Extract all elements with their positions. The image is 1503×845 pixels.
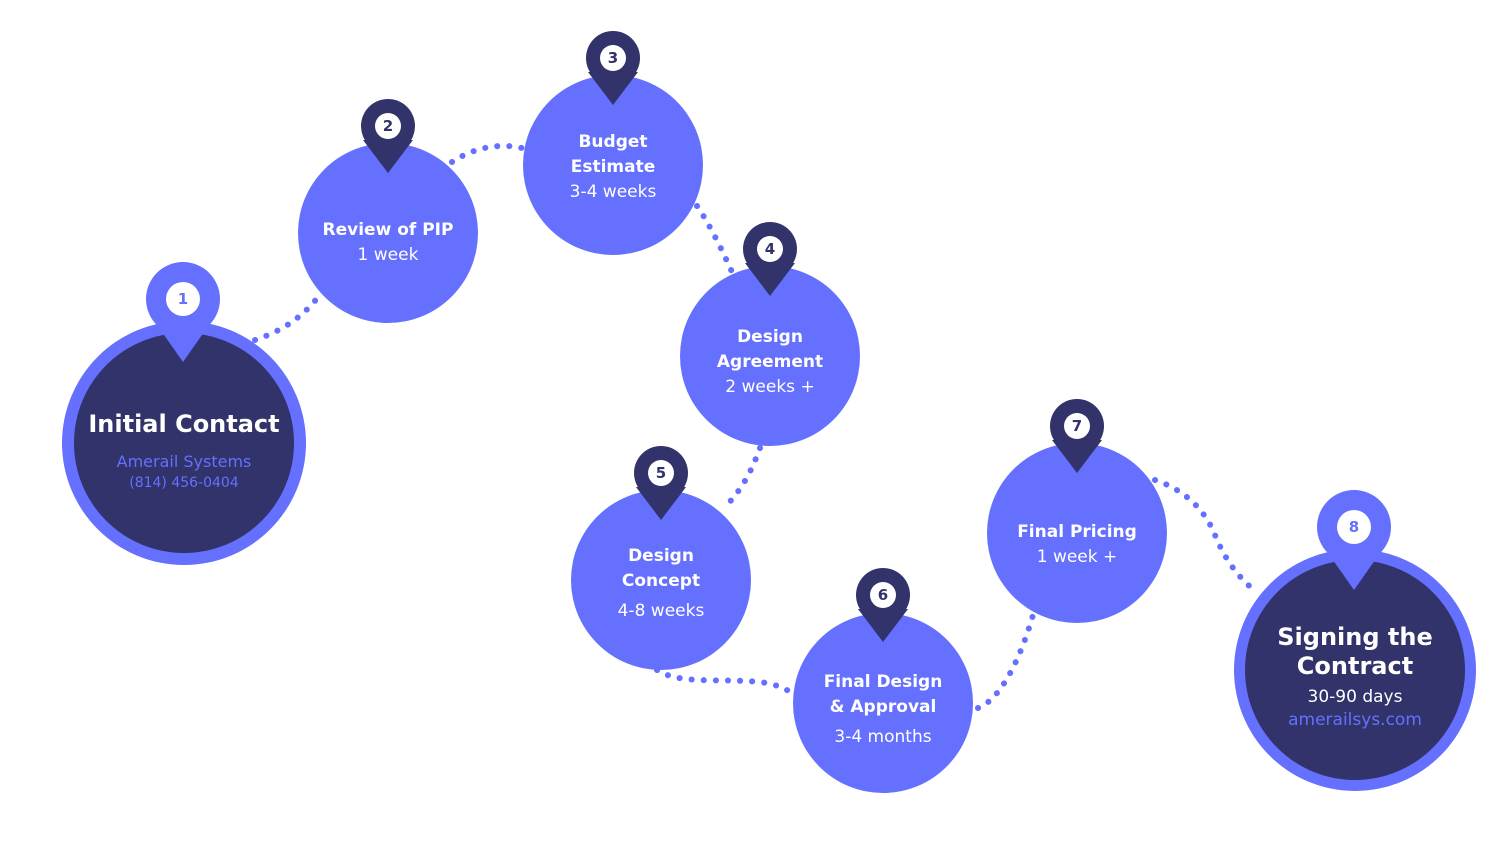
step-duration: 30-90 days [1307,687,1403,707]
location-pin-icon [1050,399,1104,473]
step-title-line-2: Concept [621,571,701,591]
step-duration: 3-4 months [834,727,932,747]
step-2-node [298,99,478,323]
phone-number[interactable]: (814) 456-0404 [129,475,239,491]
step-number-4: 4 [764,240,776,258]
step-5-node [571,446,751,670]
step-number-8: 8 [1348,518,1360,536]
connector-6-7 [975,612,1036,711]
step-2-content: Review of PIP 1 week [298,218,478,268]
step-title: Review of PIP [322,220,454,240]
step-8-node [1234,490,1476,791]
connector-4-5 [721,445,763,511]
step-3-node [523,31,703,255]
step-duration: 4-8 weeks [617,601,705,621]
location-pin-icon [361,99,415,173]
step-title-line-1: Final Design [823,672,943,692]
step-number-7: 7 [1071,417,1083,435]
step-7-content: Final Pricing 1 week + [987,520,1167,570]
step-title-line-1: Design [628,546,694,566]
connector-3-4 [694,203,735,275]
step-duration: 2 weeks + [725,377,815,397]
step-3-content: Budget Estimate 3-4 weeks [523,130,703,205]
step-title-line-2: Agreement [716,352,824,372]
step-number-2: 2 [382,117,394,135]
location-pin-icon [146,262,220,362]
step-duration: 3-4 weeks [569,182,657,202]
step-number-3: 3 [607,49,619,67]
step-4-content: Design Agreement 2 weeks + [680,325,860,400]
location-pin-icon [856,568,910,642]
step-8-content: Signing the Contract 30-90 days amerails… [1245,623,1465,731]
step-1-content: Initial Contact Amerail Systems (814) 45… [74,410,294,493]
connector-7-8 [1152,477,1261,596]
step-1-node [62,262,306,565]
step-title-line-2: & Approval [829,697,937,717]
step-title-line-2: Estimate [570,157,656,177]
step-duration: 1 week [357,245,419,265]
step-duration: 1 week + [1036,547,1118,567]
step-6-node [793,568,973,793]
connector-5-6 [654,667,798,698]
step-6-content: Final Design & Approval 3-4 months [793,670,973,750]
location-pin-icon [743,222,797,296]
step-title: Final Pricing [1017,522,1137,542]
step-number-6: 6 [877,586,889,604]
step-number-5: 5 [655,464,667,482]
connector-2-3 [449,142,525,165]
step-number-1: 1 [177,290,189,308]
step-title-line-1: Design [737,327,803,347]
location-pin-icon [1317,490,1391,590]
step-5-content: Design Concept 4-8 weeks [571,544,751,624]
step-4-node [680,222,860,446]
step-7-node [987,399,1167,623]
step-title-line-2: Contract [1296,652,1414,680]
step-title: Initial Contact [88,410,280,438]
connector-1-2 [252,289,325,343]
website-link[interactable]: amerailsys.com [1288,710,1422,730]
location-pin-icon [586,31,640,105]
step-title-line-1: Budget [578,132,648,152]
step-title-line-1: Signing the [1277,623,1433,651]
location-pin-icon [634,446,688,520]
company-name: Amerail Systems [116,452,252,471]
